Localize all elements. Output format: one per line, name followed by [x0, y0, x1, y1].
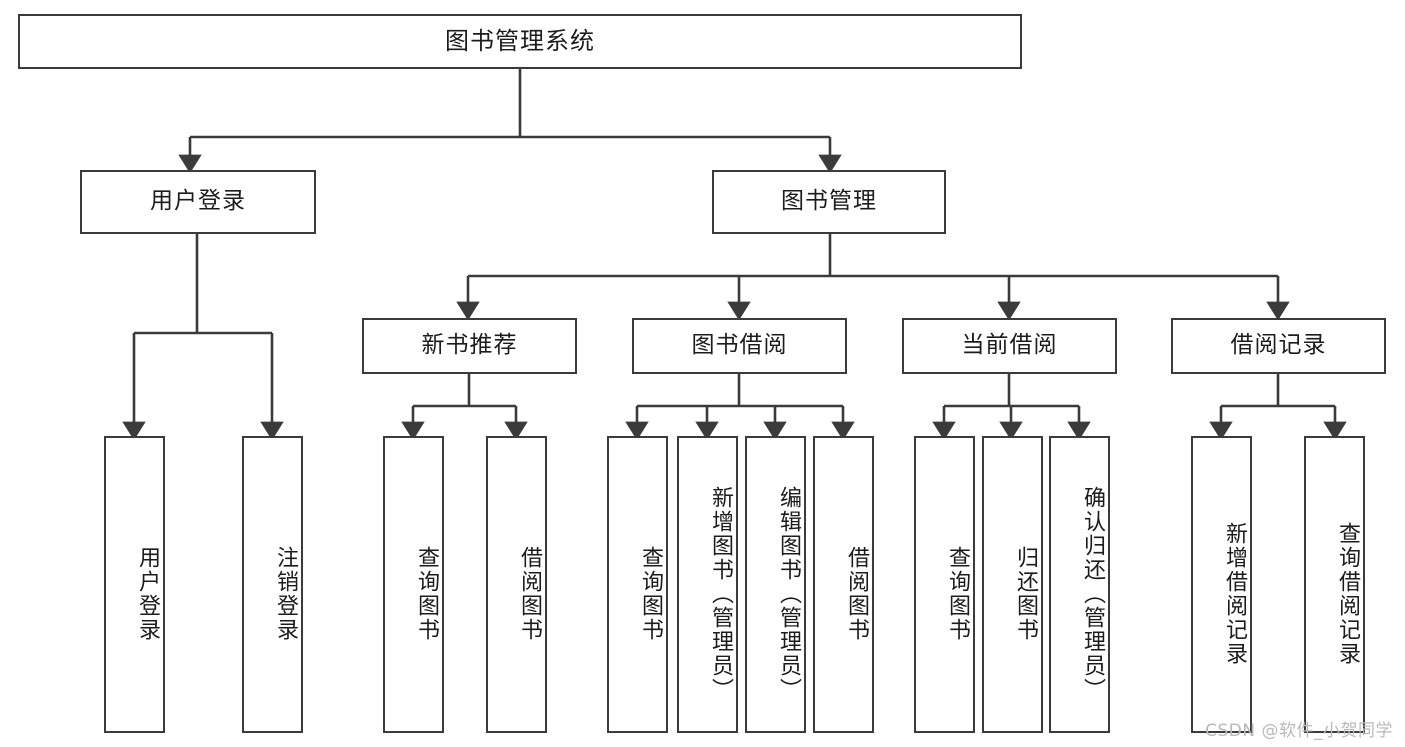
leaf-new-book-borrow-label: 借阅图书	[517, 545, 542, 642]
leaf-current-borrow-return-label: 归还图书	[1013, 545, 1038, 642]
leaf-book-borrow-add[interactable]: 新增图书（管理员）	[677, 436, 738, 733]
leaf-new-book-query[interactable]: 查询图书	[383, 436, 444, 733]
leaf-new-book-borrow[interactable]: 借阅图书	[486, 436, 547, 733]
node-new-book-recommend[interactable]: 新书推荐	[362, 318, 577, 374]
node-current-borrow[interactable]: 当前借阅	[902, 318, 1117, 374]
leaf-book-borrow-query[interactable]: 查询图书	[607, 436, 668, 733]
leaf-book-borrow-query-label: 查询图书	[638, 545, 663, 642]
node-borrow-record[interactable]: 借阅记录	[1171, 318, 1386, 374]
csdn-watermark: CSDN @软件_小贺同学	[1205, 721, 1393, 741]
leaf-current-borrow-confirm-label: 确认归还（管理员）	[1080, 485, 1105, 702]
node-root[interactable]: 图书管理系统	[18, 14, 1022, 69]
leaf-borrow-record-query[interactable]: 查询借阅记录	[1304, 436, 1365, 733]
leaf-borrow-record-query-label: 查询借阅记录	[1335, 521, 1360, 666]
leaf-current-borrow-return[interactable]: 归还图书	[982, 436, 1043, 733]
node-user-login-label: 用户登录	[150, 188, 246, 215]
leaf-current-borrow-query[interactable]: 查询图书	[914, 436, 975, 733]
leaf-book-borrow-edit[interactable]: 编辑图书（管理员）	[745, 436, 806, 733]
node-borrow-record-label: 借阅记录	[1230, 332, 1327, 359]
node-user-login[interactable]: 用户登录	[80, 170, 316, 234]
leaf-user-login-logout-label: 注销登录	[273, 545, 298, 642]
leaf-user-login-login-label: 用户登录	[135, 545, 160, 642]
leaf-user-login-logout[interactable]: 注销登录	[242, 436, 303, 733]
node-book-management-label: 图书管理	[781, 188, 877, 215]
leaf-user-login-login[interactable]: 用户登录	[104, 436, 165, 733]
node-root-label: 图书管理系统	[445, 27, 595, 56]
leaf-borrow-record-add[interactable]: 新增借阅记录	[1191, 436, 1252, 733]
node-current-borrow-label: 当前借阅	[961, 332, 1058, 359]
node-book-borrow[interactable]: 图书借阅	[632, 318, 847, 374]
leaf-current-borrow-confirm[interactable]: 确认归还（管理员）	[1049, 436, 1110, 733]
node-book-management[interactable]: 图书管理	[712, 170, 946, 234]
leaf-new-book-query-label: 查询图书	[414, 545, 439, 642]
leaf-book-borrow-add-label: 新增图书（管理员）	[708, 485, 733, 702]
leaf-book-borrow-borrow[interactable]: 借阅图书	[813, 436, 874, 733]
node-new-book-recommend-label: 新书推荐	[421, 332, 518, 359]
leaf-book-borrow-edit-label: 编辑图书（管理员）	[776, 485, 801, 702]
leaf-current-borrow-query-label: 查询图书	[945, 545, 970, 642]
leaf-borrow-record-add-label: 新增借阅记录	[1222, 521, 1247, 666]
leaf-book-borrow-borrow-label: 借阅图书	[844, 545, 869, 642]
node-book-borrow-label: 图书借阅	[691, 332, 788, 359]
